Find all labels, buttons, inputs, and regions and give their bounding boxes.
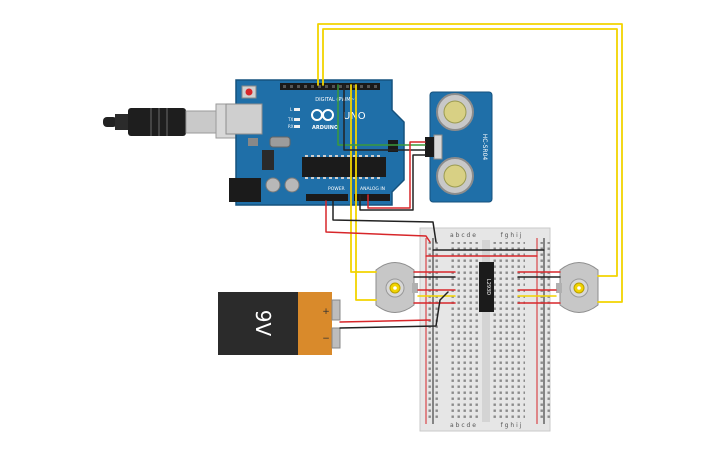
breadboard-cols-right-top: f g h i j — [501, 232, 522, 239]
arduino-uno-board[interactable]: DIGITAL (PWM~) L TX RX ARDUINO UNO — [225, 79, 405, 206]
breadboard-cols-right-bottom: f g h i j — [501, 422, 522, 429]
wire-black-gnd[interactable] — [332, 200, 437, 243]
ultrasonic-sensor-icon[interactable]: HC-SR04 — [425, 91, 493, 203]
analog-header[interactable] — [354, 194, 390, 201]
battery-voltage-label: 9V — [251, 310, 275, 337]
motor-left[interactable] — [375, 262, 418, 313]
motor-right[interactable] — [556, 262, 599, 313]
breadboard-cols-left-top: a b c d e — [450, 232, 476, 239]
battery-plus-label: + — [322, 307, 330, 317]
arduino-brand: ARDUINO — [312, 125, 338, 131]
wire-yellow-top-inner[interactable] — [322, 28, 618, 277]
wire-green-sensor-trig[interactable] — [337, 84, 426, 146]
battery-icon[interactable]: 9V + − — [218, 292, 341, 355]
tx-led-label: TX — [287, 117, 293, 122]
wires — [317, 23, 623, 329]
arduino-logo — [311, 109, 334, 121]
l-led-label: L — [290, 107, 293, 112]
digital-header[interactable] — [280, 83, 380, 90]
sensor-model-label: HC-SR04 — [481, 134, 488, 161]
wire-yellow-top-outer[interactable] — [317, 23, 623, 303]
arduino-model: UNO — [343, 111, 366, 122]
wire-red-battery[interactable] — [339, 319, 431, 323]
breadboard[interactable]: a b c d e f g h i j a b c d e f g h i j — [419, 227, 551, 432]
wire-black-battery[interactable] — [339, 291, 449, 329]
power-header[interactable] — [306, 194, 348, 201]
rx-led-label: RX — [288, 124, 294, 129]
breadboard-cols-left-bottom: a b c d e — [450, 422, 476, 429]
wire-black-sensor-echo[interactable] — [343, 84, 426, 151]
wire-red-sensor-vcc[interactable] — [367, 141, 426, 209]
wire-red-5v[interactable] — [325, 200, 431, 243]
driver-ic-label: L293D — [485, 279, 491, 295]
ic-chip-icon[interactable]: L293D — [479, 262, 494, 312]
battery-minus-label: − — [322, 334, 330, 344]
power-label: POWER — [328, 186, 345, 192]
reset-button[interactable] — [245, 88, 253, 96]
digital-label: DIGITAL (PWM~) — [315, 97, 357, 103]
wire-black-sensor-gnd[interactable] — [359, 154, 426, 211]
analog-label: ANALOG IN — [360, 186, 385, 192]
wire-yellow-left-motor-a[interactable] — [350, 84, 377, 273]
atmega-chip — [302, 157, 386, 177]
wire-yellow-left-motor-b[interactable] — [355, 84, 377, 301]
